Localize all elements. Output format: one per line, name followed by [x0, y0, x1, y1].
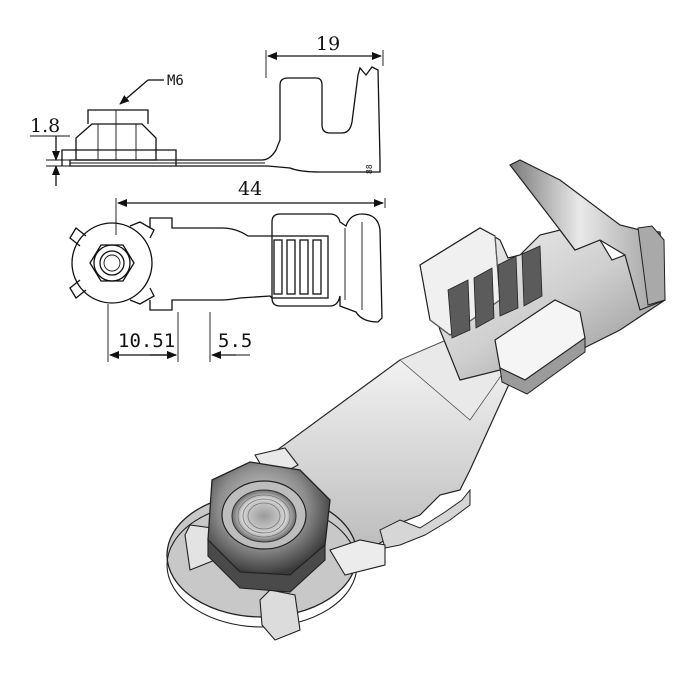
offset-dimension-value: 10.51	[118, 330, 175, 352]
nut-flange-outline	[71, 222, 153, 304]
top-view: 44 10.51 5.5	[69, 178, 386, 362]
thread-size-label: M6	[167, 73, 184, 89]
length-dimension-value: 44	[238, 178, 262, 200]
isometric-render	[166, 159, 666, 641]
svg-text:88: 88	[365, 164, 374, 174]
thickness-dimension-value: 1.8	[30, 115, 60, 137]
gap-dimension-value: 5.5	[218, 330, 252, 352]
side-view: M6 19 1.8 88	[30, 33, 384, 186]
width-dimension-value: 19	[316, 33, 340, 55]
